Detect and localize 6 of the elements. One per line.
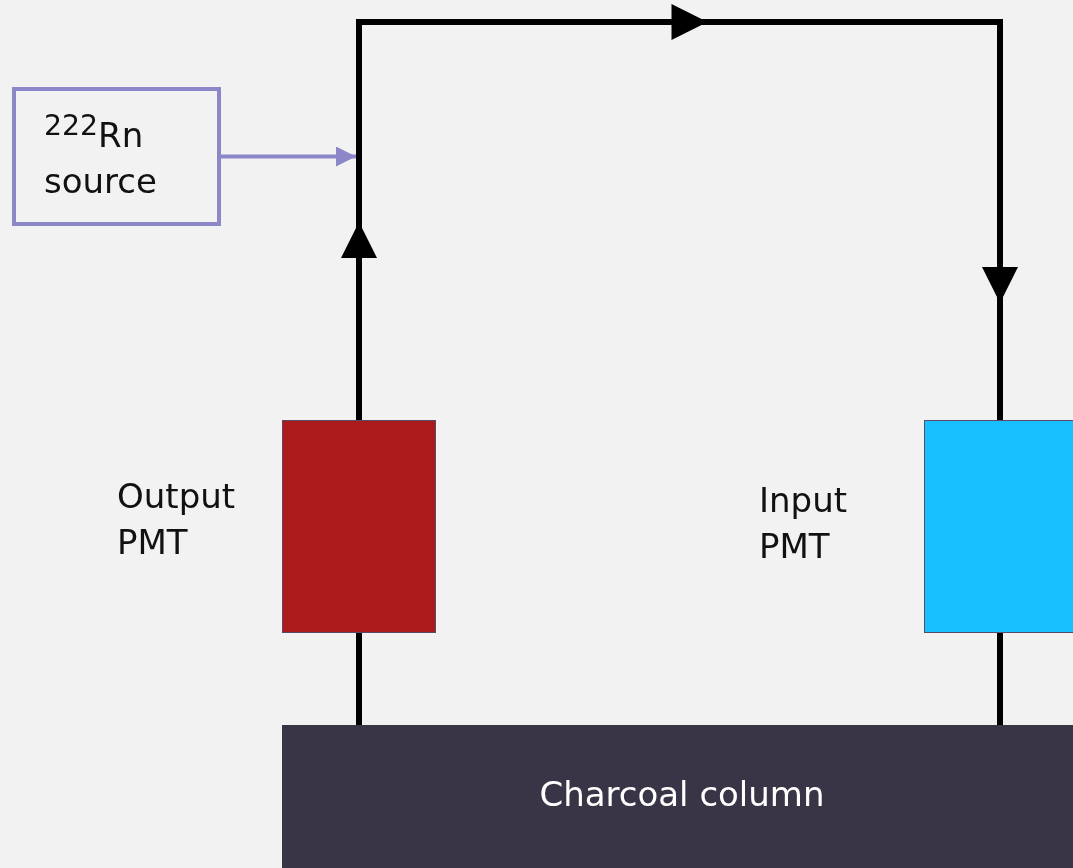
charcoal-column-block — [282, 725, 1073, 868]
source-label: $^{222}$Rn source — [44, 108, 158, 204]
column-label: Charcoal column — [539, 773, 825, 816]
source-box — [12, 87, 221, 226]
pmt-label: Output PMT — [117, 475, 237, 564]
pmt-label: Input PMT — [759, 479, 849, 568]
